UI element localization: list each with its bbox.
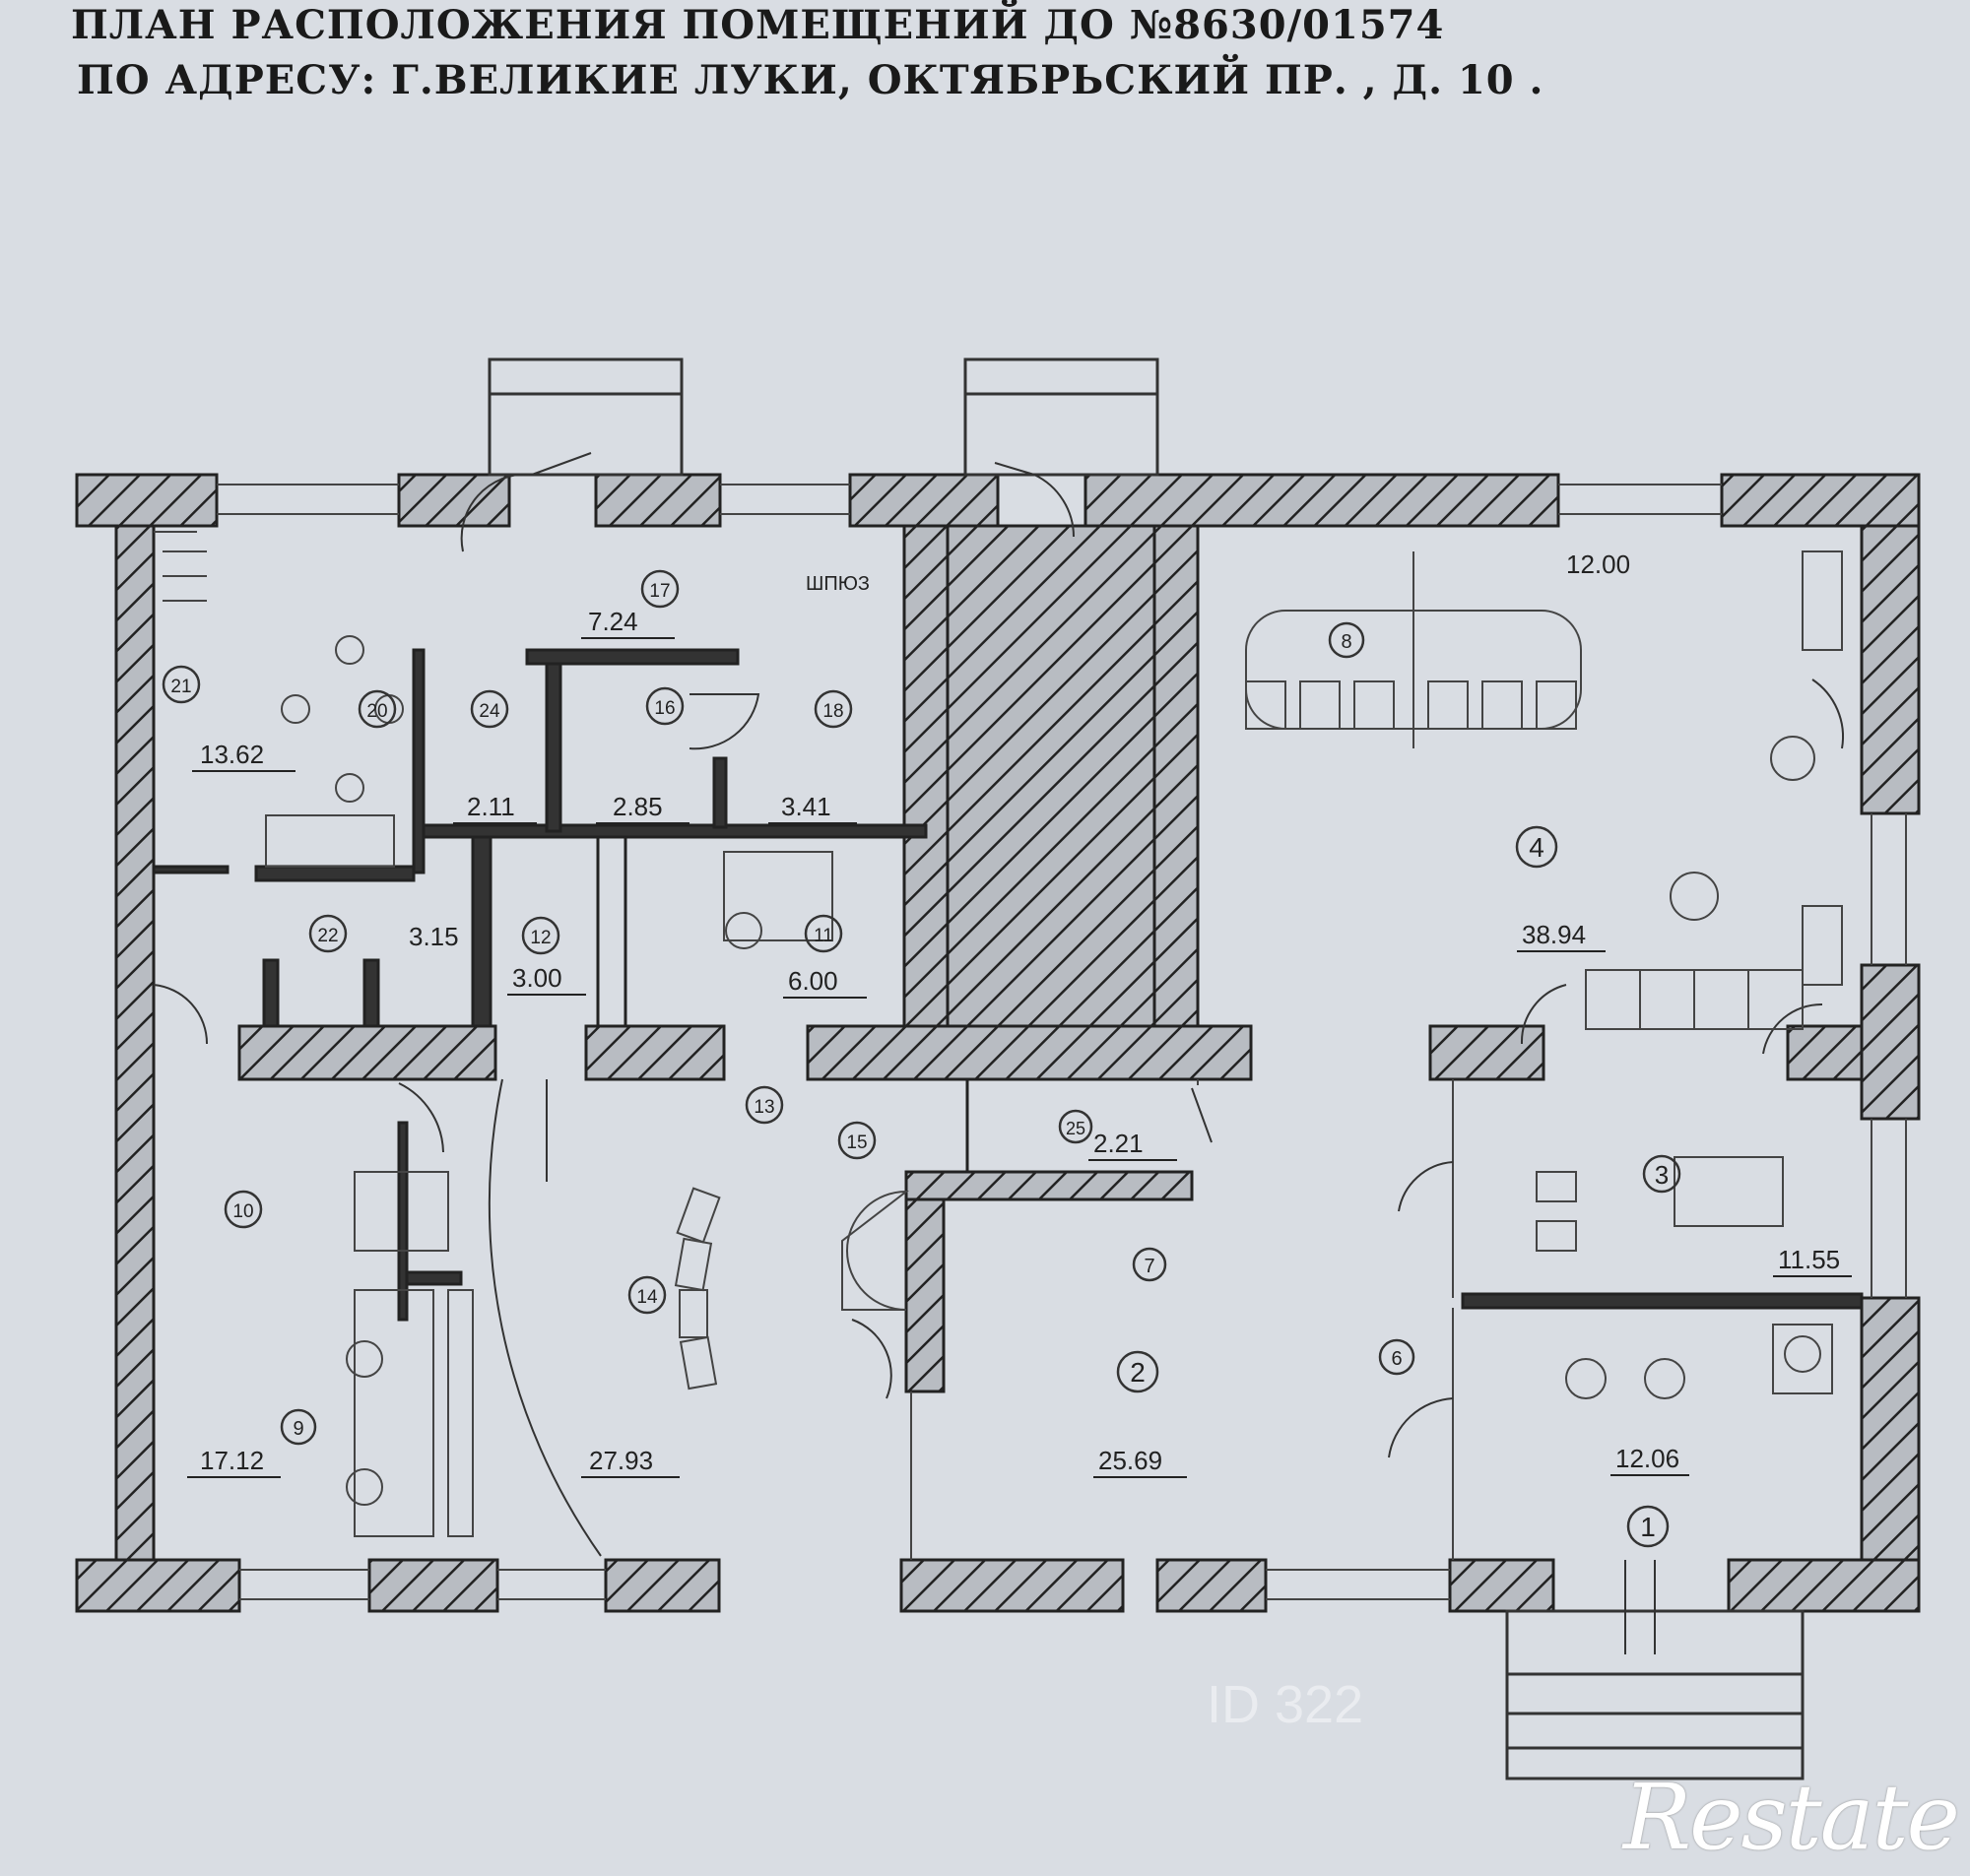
room-num-21-text: 21 (170, 677, 191, 697)
shpuz-label: ШПЮЗ (806, 573, 870, 595)
area-room-17: 7.24 (588, 607, 638, 636)
room-num-7-text: 7 (1144, 1256, 1154, 1277)
room-num-1-text: 1 (1640, 1512, 1656, 1542)
area-room-2: 25.69 (1098, 1446, 1162, 1475)
room-num-8: 8 (1328, 621, 1365, 659)
windows (217, 484, 1907, 1600)
room-num-24-text: 24 (479, 701, 500, 722)
walls (75, 473, 1921, 1613)
room-num-9: 9 (280, 1408, 317, 1446)
area-room-1: 12.06 (1615, 1444, 1679, 1473)
room-num-22-text: 22 (317, 926, 338, 946)
room-num-12: 12 (521, 916, 560, 955)
room-num-2-text: 2 (1130, 1357, 1146, 1388)
room-num-14: 14 (627, 1275, 667, 1315)
room-num-22: 22 (308, 914, 348, 953)
room-num-17: 17 (640, 569, 680, 609)
room-num-16-text: 16 (654, 698, 675, 719)
area-room-22: 3.15 (409, 922, 459, 951)
door-swings (153, 452, 1844, 1654)
room-num-21: 21 (162, 665, 201, 704)
area-room-14: 27.93 (589, 1446, 653, 1475)
room-num-1: 1 (1626, 1505, 1670, 1548)
area-room-3: 11.55 (1778, 1245, 1840, 1274)
room-num-14-text: 14 (636, 1287, 658, 1308)
room-num-12-text: 12 (530, 928, 551, 948)
partitions (152, 648, 1864, 1322)
area-room-25: 2.21 (1093, 1129, 1144, 1158)
restate-watermark: Restate (1622, 1765, 1960, 1870)
area-room-24: 2.11 (467, 792, 515, 821)
room-num-18-text: 18 (822, 701, 843, 722)
listing-id-watermark: ID 322 (1207, 1675, 1364, 1734)
area-room-8: 12.00 (1566, 550, 1630, 579)
room-num-3-text: 3 (1655, 1160, 1669, 1190)
room-num-2: 2 (1116, 1350, 1159, 1393)
room-num-17-text: 17 (649, 581, 670, 602)
room-num-15-text: 15 (846, 1132, 867, 1153)
room-num-24: 24 (470, 689, 509, 729)
room-num-13-text: 13 (754, 1097, 774, 1118)
room-num-10-text: 10 (232, 1201, 253, 1222)
room-num-20: 20 (358, 689, 397, 729)
room-num-10: 10 (224, 1190, 263, 1229)
area-room-11: 6.00 (788, 966, 838, 996)
restate-logo-text: Restate (1622, 1765, 1960, 1870)
room-num-11: 11 (804, 914, 843, 953)
plan-title: ПЛАН РАСПОЛОЖЕНИЯ ПОМЕЩЕНИЙ ДО №8630/015… (71, 2, 1445, 48)
area-room-9: 17.12 (200, 1446, 264, 1475)
area-labels: 12.06 25.69 11.55 38.94 12.00 17.12 6.00… (200, 550, 1840, 1475)
area-room-4: 38.94 (1522, 920, 1586, 949)
room-num-8-text: 8 (1341, 631, 1351, 653)
area-underlines (187, 637, 1852, 1478)
room-num-3: 3 (1642, 1154, 1681, 1194)
room-num-20-text: 20 (366, 701, 387, 722)
room-num-16: 16 (645, 686, 685, 726)
room-num-15: 15 (837, 1121, 877, 1160)
room-num-6: 6 (1378, 1338, 1415, 1376)
room-numbers: 1 2 3 4 6 7 8 9 10 11 12 13 14 15 16 17 … (162, 569, 1681, 1548)
room-num-4-text: 4 (1529, 832, 1544, 863)
room-num-11-text: 11 (814, 926, 833, 946)
room-num-13: 13 (745, 1085, 784, 1125)
room-num-25-text: 25 (1066, 1119, 1085, 1138)
furniture (154, 531, 1843, 1537)
room-num-18: 18 (814, 689, 853, 729)
area-room-16: 2.85 (613, 792, 663, 821)
area-room-12: 3.00 (512, 963, 562, 993)
room-num-9-text: 9 (293, 1418, 303, 1440)
area-room-20: 13.62 (200, 740, 264, 769)
room-num-4: 4 (1515, 825, 1558, 869)
room-num-6-text: 6 (1391, 1348, 1402, 1370)
area-room-18: 3.41 (781, 792, 831, 821)
plan-address: ПО АДРЕСУ: Г.ВЕЛИКИЕ ЛУКИ, ОКТЯБРЬСКИЙ П… (77, 57, 1544, 103)
room-num-7: 7 (1132, 1247, 1167, 1282)
room-num-25: 25 (1058, 1109, 1093, 1144)
